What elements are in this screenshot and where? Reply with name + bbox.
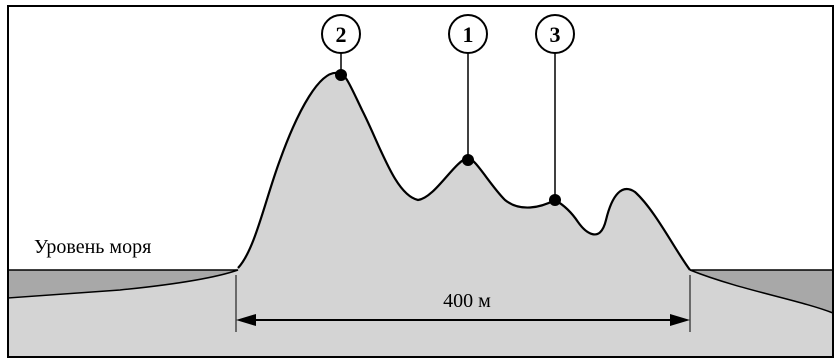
marker-3-point: [549, 194, 561, 206]
marker-2-point: [335, 69, 347, 81]
sea-level-label: Уровень моря: [34, 236, 151, 258]
arrowhead-right: [670, 314, 690, 326]
distance-label: 400 м: [443, 290, 491, 312]
marker-3-number: 3: [550, 22, 561, 47]
marker-1-point: [462, 154, 474, 166]
marker-3-circle: [535, 14, 575, 54]
land-mass: [8, 72, 833, 358]
arrowhead-left: [236, 314, 256, 326]
marker-2-number: 2: [336, 22, 347, 47]
frame-border: [7, 5, 834, 358]
marker-1-circle: [448, 14, 488, 54]
marker-1-number: 1: [463, 22, 474, 47]
sea-left: [7, 269, 239, 299]
marker-2-circle: [321, 14, 361, 54]
